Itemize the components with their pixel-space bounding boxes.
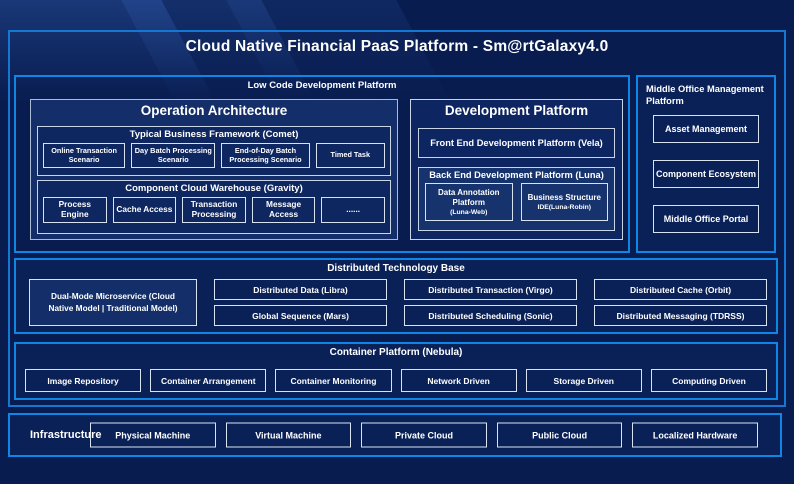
distributed-technology-base-panel: Distributed Technology Base Dual-Mode Mi… bbox=[14, 258, 778, 334]
infrastructure-item-public-cloud: Public Cloud bbox=[496, 422, 623, 448]
distributed-grid: Dual-Mode Microservice (Cloud Native Mod… bbox=[29, 279, 767, 326]
container-platform-label: Container Platform (Nebula) bbox=[329, 347, 463, 358]
back-end-platform-label: Back End Development Platform (Luna) bbox=[429, 170, 604, 180]
container-item-storage-driven: Storage Driven bbox=[525, 369, 642, 392]
gravity-item-transaction-processing: Transaction Processing bbox=[182, 197, 246, 223]
infrastructure-item-virtual-machine: Virtual Machine bbox=[225, 422, 352, 448]
infrastructure-item-physical-machine: Physical Machine bbox=[90, 422, 216, 448]
page-title: Cloud Native Financial PaaS Platform - S… bbox=[185, 38, 609, 55]
infrastructure-panel: Infrastructure Physical Machine Virtual … bbox=[8, 413, 782, 457]
middle-office-item-middle-office-portal: Middle Office Portal bbox=[653, 205, 759, 233]
infrastructure-label: Infrastructure bbox=[30, 429, 102, 441]
comet-item-end-of-day-batch: End-of-Day Batch Processing Scenario bbox=[221, 143, 310, 168]
gravity-items-row: Process Engine Cache Access Transaction … bbox=[43, 197, 385, 223]
container-item-network-driven: Network Driven bbox=[400, 369, 517, 392]
comet-item-day-batch: Day Batch Processing Scenario bbox=[131, 143, 216, 168]
distributed-item-global-sequence-mars: Global Sequence (Mars) bbox=[214, 305, 387, 326]
middle-office-item-asset-management: Asset Management bbox=[653, 115, 759, 143]
gravity-item-cache-access: Cache Access bbox=[112, 197, 177, 223]
component-cloud-warehouse-panel: Component Cloud Warehouse (Gravity) Proc… bbox=[37, 180, 391, 234]
gravity-item-process-engine: Process Engine bbox=[43, 197, 107, 223]
component-cloud-warehouse-label: Component Cloud Warehouse (Gravity) bbox=[125, 183, 303, 194]
development-platform-panel: Development Platform Front End Developme… bbox=[410, 99, 623, 240]
container-platform-panel: Container Platform (Nebula) Image Reposi… bbox=[14, 342, 778, 400]
front-end-development-platform-box: Front End Development Platform (Vela) bbox=[418, 128, 615, 158]
distributed-item-data-libra: Distributed Data (Libra) bbox=[214, 279, 387, 300]
typical-business-framework-label: Typical Business Framework (Comet) bbox=[129, 129, 299, 140]
container-item-image-repository: Image Repository bbox=[25, 369, 142, 392]
back-end-items-row: Data Annotation Platform (Luna-Web) Busi… bbox=[425, 183, 608, 221]
middle-office-item-component-ecosystem: Component Ecosystem bbox=[653, 160, 759, 188]
distributed-item-transaction-virgo: Distributed Transaction (Virgo) bbox=[404, 279, 577, 300]
infrastructure-items: Physical Machine Virtual Machine Private… bbox=[90, 422, 758, 448]
middle-office-management-panel: Middle Office Management Platform Asset … bbox=[636, 75, 776, 253]
luna-web-label: (Luna-Web) bbox=[450, 209, 488, 216]
distributed-item-messaging-tdrss: Distributed Messaging (TDRSS) bbox=[594, 305, 767, 326]
distributed-item-scheduling-sonic: Distributed Scheduling (Sonic) bbox=[404, 305, 577, 326]
comet-items-row: Online Transaction Scenario Day Batch Pr… bbox=[43, 143, 386, 168]
middle-office-items: Asset Management Component Ecosystem Mid… bbox=[638, 115, 774, 233]
data-annotation-platform-label: Data Annotation Platform bbox=[438, 188, 500, 207]
container-platform-items: Image Repository Container Arrangement C… bbox=[25, 369, 768, 392]
low-code-development-platform-panel: Low Code Development Platform Operation … bbox=[14, 75, 630, 253]
operation-architecture-title: Operation Architecture bbox=[140, 103, 288, 118]
container-item-container-monitoring: Container Monitoring bbox=[275, 369, 392, 392]
business-structure-label: Business Structure bbox=[527, 193, 601, 202]
development-platform-title: Development Platform bbox=[444, 103, 589, 118]
comet-item-online-transaction: Online Transaction Scenario bbox=[43, 143, 126, 168]
distributed-technology-base-label: Distributed Technology Base bbox=[327, 263, 465, 274]
low-code-platform-label: Low Code Development Platform bbox=[247, 80, 397, 91]
luna-robin-label: IDE(Luna-Robin) bbox=[537, 204, 592, 211]
container-item-container-arrangement: Container Arrangement bbox=[150, 369, 267, 392]
gravity-item-ellipsis: ...... bbox=[321, 197, 385, 223]
typical-business-framework-panel: Typical Business Framework (Comet) Onlin… bbox=[37, 126, 391, 176]
middle-office-label: Middle Office Management Platform bbox=[646, 84, 764, 107]
back-end-item-data-annotation: Data Annotation Platform (Luna-Web) bbox=[425, 183, 513, 221]
back-end-development-platform-panel: Back End Development Platform (Luna) Dat… bbox=[418, 167, 615, 231]
dual-mode-microservice-box: Dual-Mode Microservice (Cloud Native Mod… bbox=[29, 279, 197, 326]
operation-architecture-panel: Operation Architecture Typical Business … bbox=[30, 99, 398, 240]
gravity-item-message-access: Message Access bbox=[251, 197, 316, 223]
platform-frame: Cloud Native Financial PaaS Platform - S… bbox=[8, 30, 786, 407]
back-end-item-business-structure: Business Structure IDE(Luna-Robin) bbox=[520, 183, 608, 221]
comet-item-timed-task: Timed Task bbox=[315, 143, 386, 168]
container-item-computing-driven: Computing Driven bbox=[650, 369, 768, 392]
infrastructure-item-private-cloud: Private Cloud bbox=[361, 422, 487, 448]
distributed-item-cache-orbit: Distributed Cache (Orbit) bbox=[594, 279, 767, 300]
infrastructure-item-localized-hardware: Localized Hardware bbox=[632, 422, 758, 448]
